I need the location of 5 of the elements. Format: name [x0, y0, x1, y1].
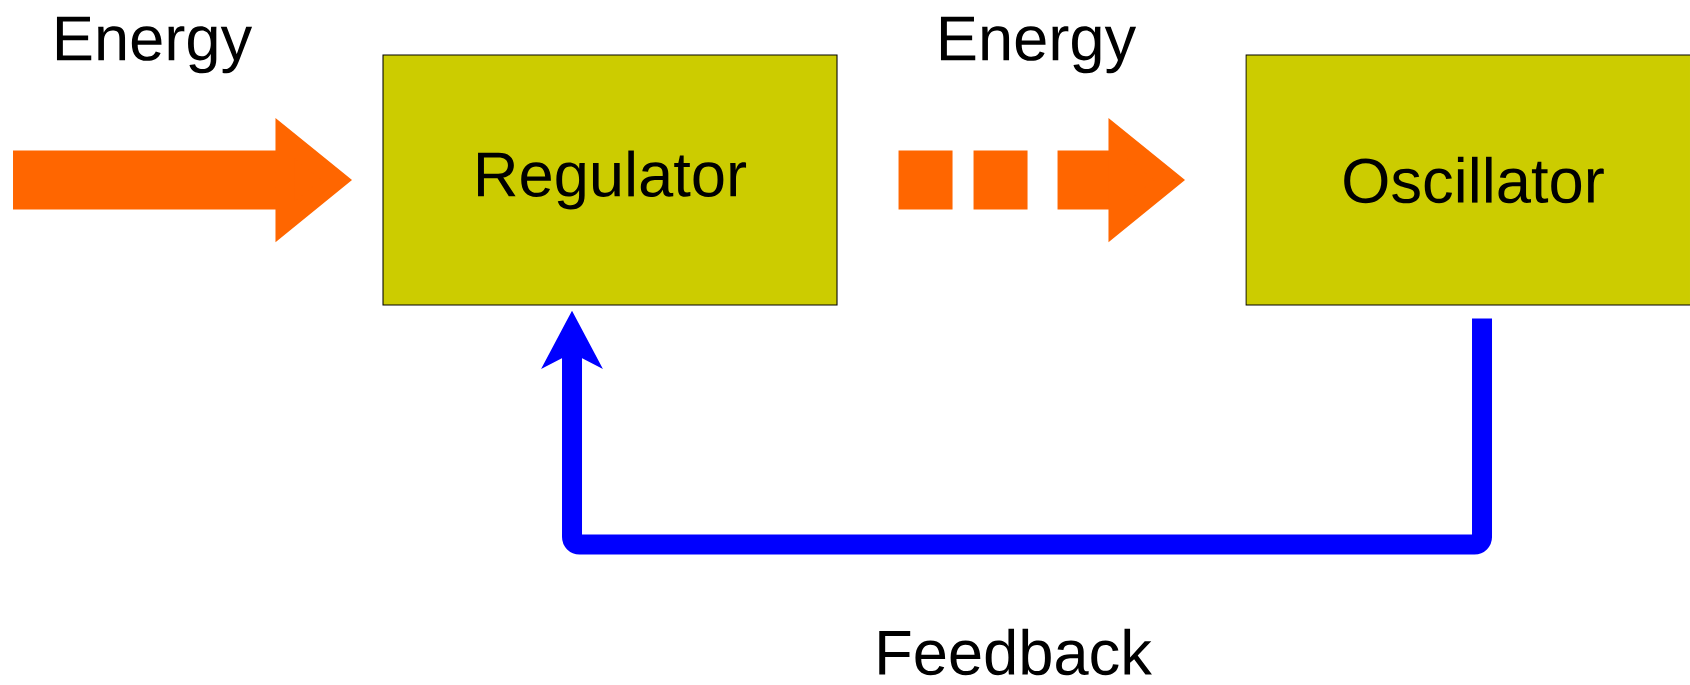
edge-label: Feedback	[872, 627, 1154, 677]
process-box: Regulator	[382, 54, 838, 306]
edge-label: Energy	[934, 14, 1138, 76]
process-box: Oscillator	[1245, 54, 1690, 306]
edge-label: Energy	[50, 14, 254, 76]
